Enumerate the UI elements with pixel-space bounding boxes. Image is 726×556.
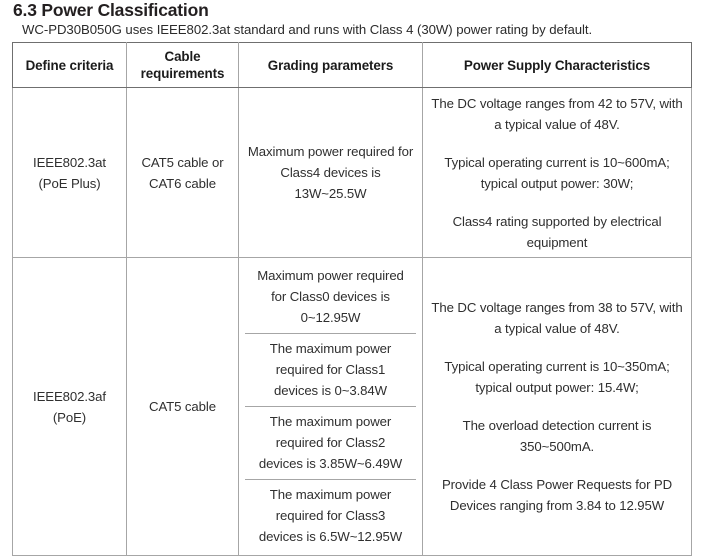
cell-define-criteria: IEEE802.3at (PoE Plus) (12, 87, 127, 258)
section-heading: 6.3 Power Classification (13, 0, 209, 20)
column-header-cable-requirements: Cable requirements (126, 42, 239, 88)
cell-power-supply-characteristics: The DC voltage ranges from 38 to 57V, wi… (422, 257, 692, 556)
power-detail-class-requests: Provide 4 Class Power Requests for PD De… (441, 477, 673, 513)
table-header-row: Define criteria Cable requirements Gradi… (12, 42, 692, 88)
cell-grading-parameters: Maximum power required for Class4 device… (238, 87, 423, 258)
power-detail-voltage: The DC voltage ranges from 38 to 57V, wi… (431, 300, 683, 336)
grading-subcell-class3: The maximum power required for Class3 de… (258, 487, 403, 544)
column-header-define-criteria: Define criteria (12, 42, 127, 88)
column-header-grading-parameters: Grading parameters (238, 42, 423, 88)
power-classification-table: Define criteria Cable requirements Gradi… (12, 42, 692, 556)
table-row: IEEE802.3af (PoE) CAT5 cable Maximum pow… (12, 257, 692, 556)
power-detail-voltage: The DC voltage ranges from 42 to 57V, wi… (431, 95, 683, 132)
table-body: IEEE802.3at (PoE Plus) CAT5 cable or CAT… (12, 87, 692, 556)
power-detail-current: Typical operating current is 10~600mA; t… (444, 154, 670, 191)
power-detail-overload: The overload detection current is 350~50… (462, 418, 652, 454)
power-detail-class-rating: Class4 rating supported by electrical eq… (452, 213, 662, 250)
table-row: IEEE802.3at (PoE Plus) CAT5 cable or CAT… (12, 87, 692, 258)
cell-cable-requirements: CAT5 cable (126, 257, 239, 556)
table-header: Define criteria Cable requirements Gradi… (12, 42, 692, 88)
cell-define-criteria: IEEE802.3af (PoE) (12, 257, 127, 556)
power-detail-current: Typical operating current is 10~350mA; t… (444, 359, 670, 395)
cell-cable-requirements: CAT5 cable or CAT6 cable (126, 87, 239, 258)
document-page: 6.3 Power Classification WC-PD30B050G us… (12, 0, 692, 556)
cell-power-supply-characteristics: The DC voltage ranges from 42 to 57V, wi… (422, 87, 692, 258)
cell-grading-parameters: Maximum power required for Class0 device… (238, 257, 423, 556)
grading-subcell-class1: The maximum power required for Class1 de… (245, 334, 416, 407)
grading-subcell-class2: The maximum power required for Class2 de… (245, 407, 416, 480)
column-header-power-supply-characteristics: Power Supply Characteristics (422, 42, 692, 88)
section-intro-paragraph: WC-PD30B050G uses IEEE802.3at standard a… (22, 22, 593, 37)
grading-subcell-class0: Maximum power required for Class0 device… (245, 261, 416, 334)
power-classification-table-wrapper: Define criteria Cable requirements Gradi… (12, 42, 692, 556)
